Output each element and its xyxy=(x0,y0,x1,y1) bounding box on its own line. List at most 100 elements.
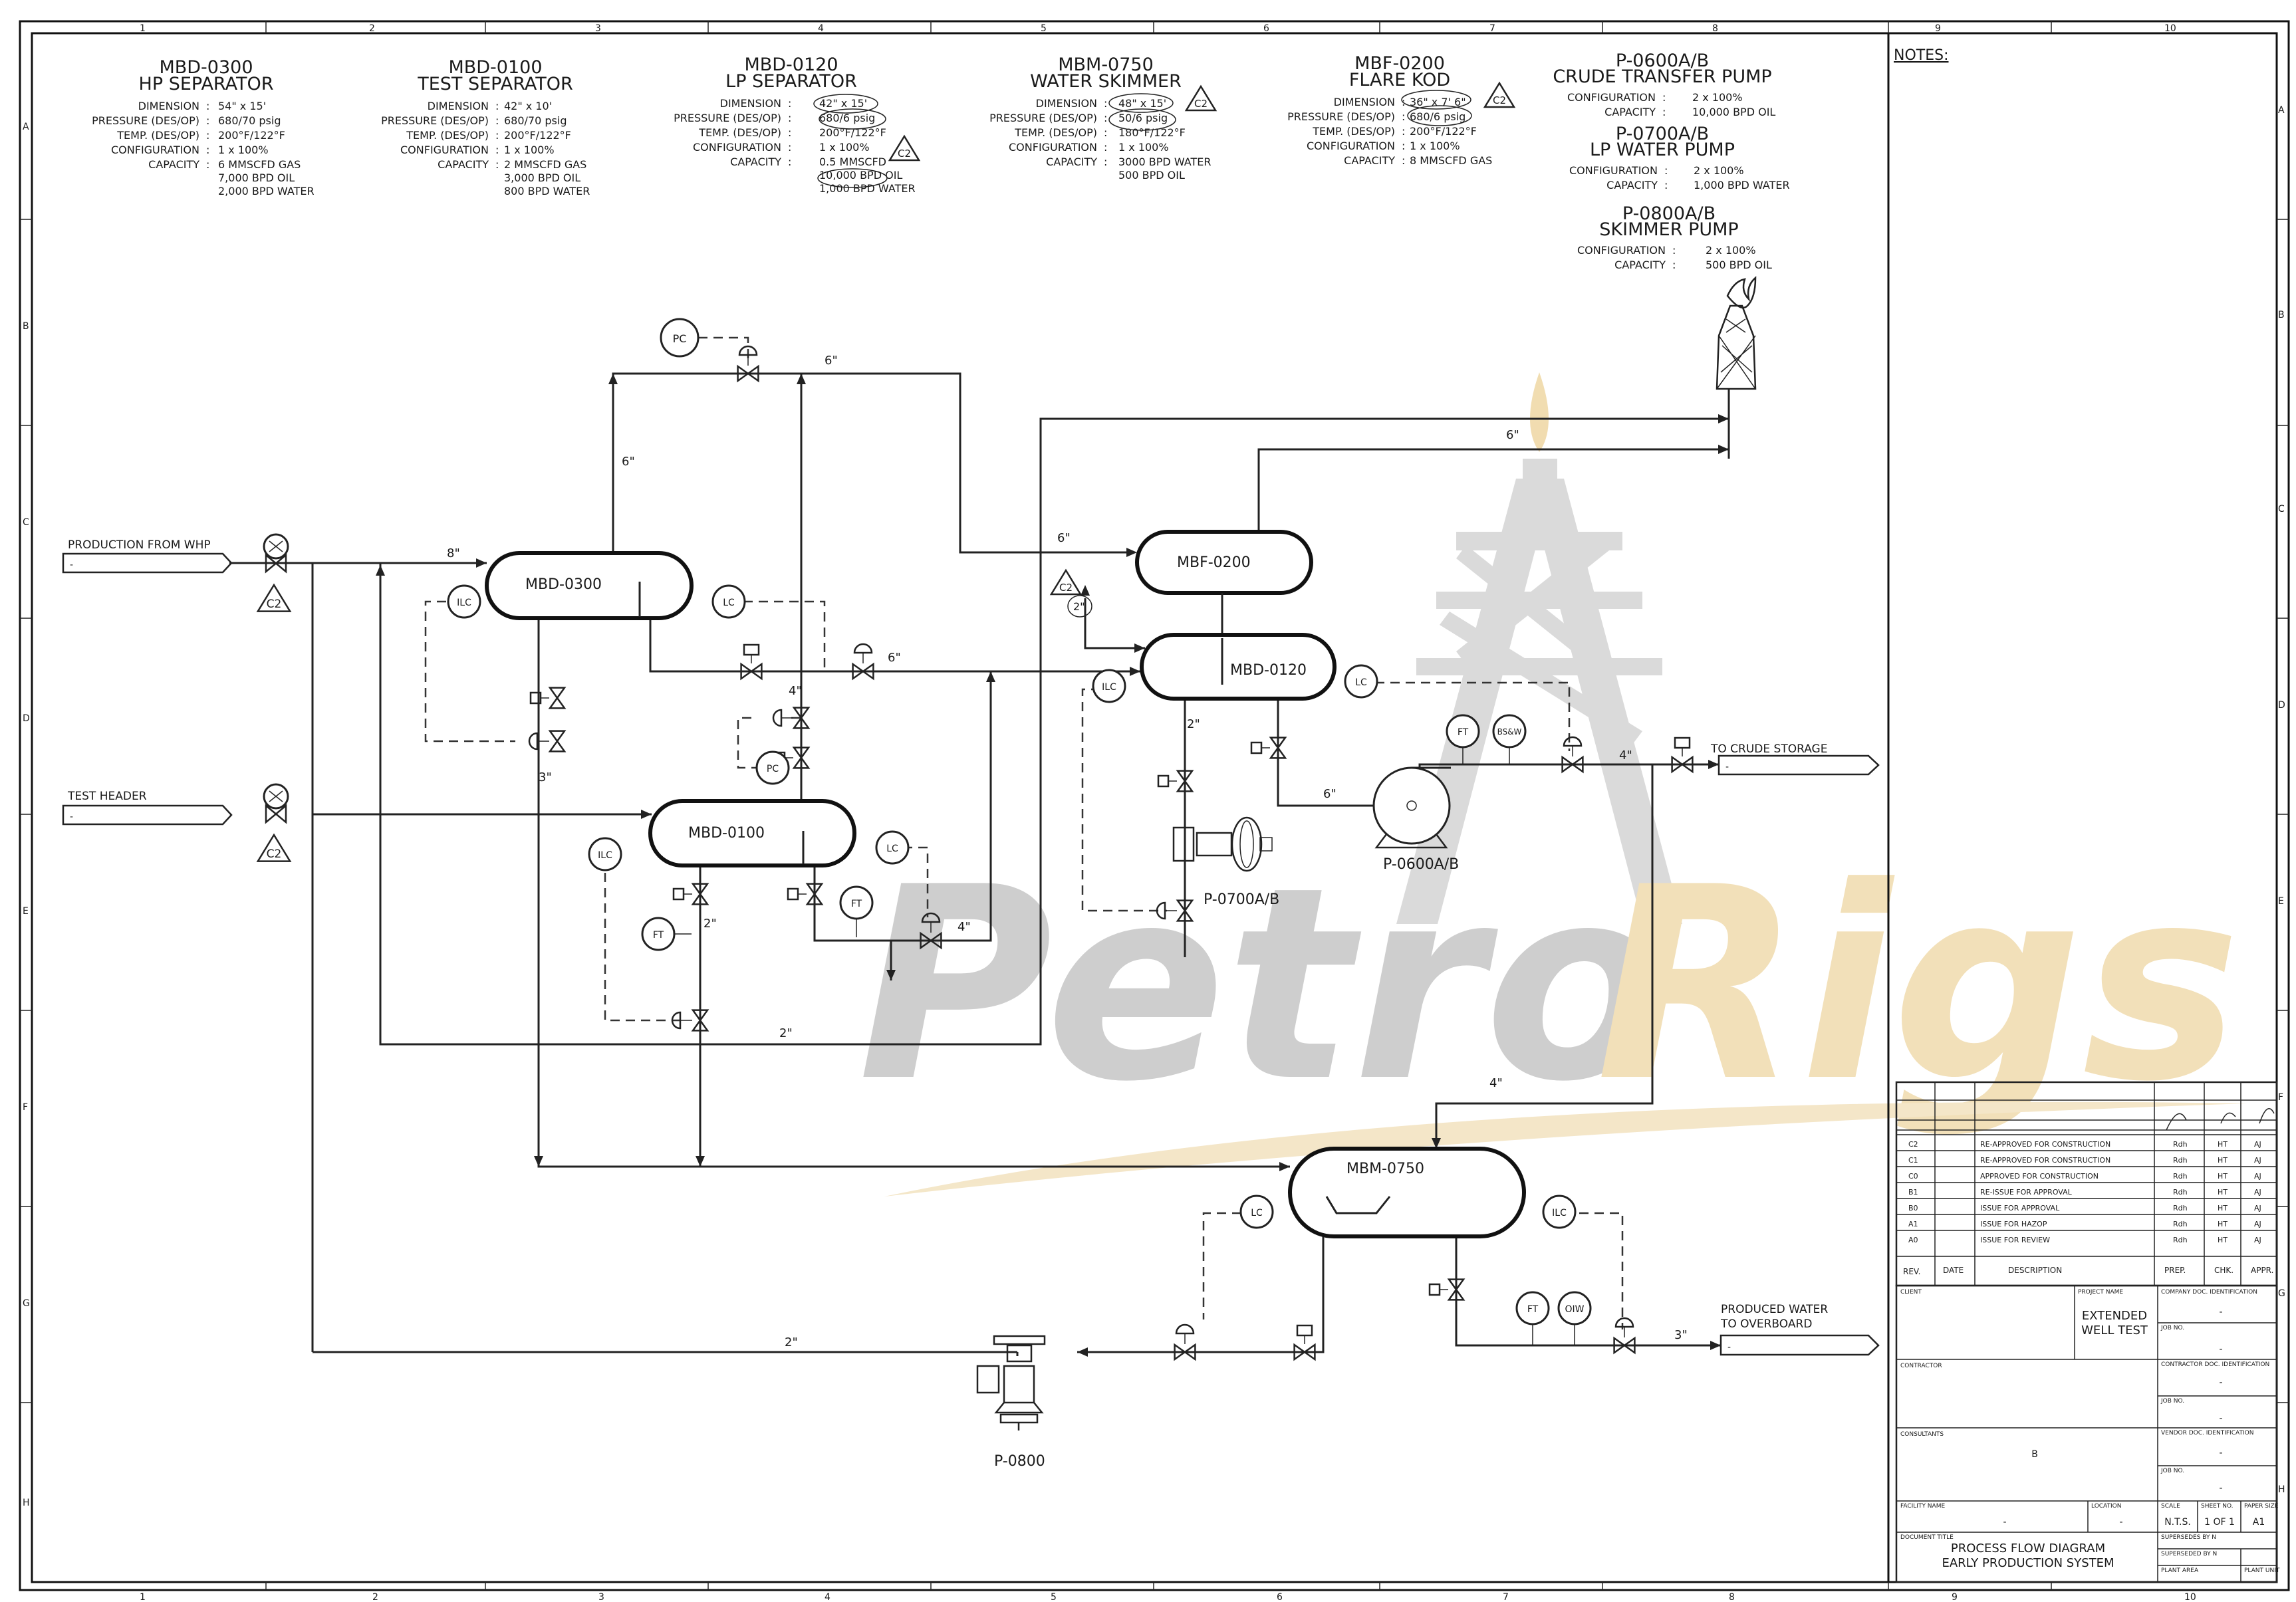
spec-colon: : xyxy=(1104,156,1107,168)
instrument-ft-test-oil[interactable]: FT xyxy=(839,885,874,937)
vessel-mbd-0120[interactable]: MBD-0120 xyxy=(1140,633,1337,701)
pump-spec-tag: P-0800A/B xyxy=(1622,203,1716,224)
spec-name: LP SEPARATOR xyxy=(725,71,857,92)
spec-value: 7,000 BPD OIL xyxy=(218,172,295,184)
instrument-lc-hp[interactable]: LC xyxy=(711,584,746,619)
row-label-right-e: E xyxy=(2278,896,2284,907)
vessel-mbd-0100[interactable]: MBD-0100 xyxy=(648,799,856,867)
tb-consultants: CONSULTANTS xyxy=(1900,1431,1944,1438)
spec-value: 54" x 15' xyxy=(218,100,266,112)
pump-p-0700[interactable]: P-0700A/B xyxy=(1172,816,1279,908)
actuated-valve-icon[interactable] xyxy=(1671,737,1694,774)
control-valve-icon[interactable] xyxy=(528,730,567,752)
actuated-valve-icon[interactable] xyxy=(1428,1278,1466,1301)
tb-company-doc: COMPANY DOC. IDENTIFICATION xyxy=(2161,1289,2257,1296)
stream-whp[interactable]: - PRODUCTION FROM WHP xyxy=(62,538,233,574)
stream-produced-water[interactable]: - PRODUCED WATER TO OVERBOARD xyxy=(1720,1303,1880,1356)
instrument-ilc-hp[interactable]: ILC xyxy=(447,584,481,619)
col-label-bottom-8: 8 xyxy=(1729,1592,1735,1602)
revision-delta-icon: C2 xyxy=(256,833,292,862)
control-valve-icon[interactable] xyxy=(1613,1317,1636,1355)
instrument-pc-test[interactable]: PC xyxy=(755,750,790,785)
vessel-mbd-0300[interactable]: MBD-0300 xyxy=(485,551,694,620)
instrument-ilc-test[interactable]: ILC xyxy=(588,837,622,871)
control-valve-icon[interactable] xyxy=(1561,736,1584,774)
instrument-lc-lp-label: LC xyxy=(1355,677,1367,688)
instrument-lc-skimmer-label: LC xyxy=(1251,1208,1263,1218)
actuated-valve-icon[interactable] xyxy=(787,883,824,905)
actuated-valve-icon[interactable] xyxy=(1250,737,1287,759)
control-valve-icon[interactable] xyxy=(920,912,942,950)
instrument-ilc-skimmer[interactable]: ILC xyxy=(1542,1195,1577,1229)
spec-tag: MBD-0300 xyxy=(159,57,253,78)
actuated-valve-icon[interactable] xyxy=(1157,770,1194,792)
vessel-mbm-0750[interactable]: MBM-0750 xyxy=(1288,1147,1526,1238)
control-valve-icon[interactable] xyxy=(772,707,811,729)
spec-colon: : xyxy=(1402,140,1405,152)
spec-colon: : xyxy=(1402,125,1405,138)
row-label-left-c: C xyxy=(23,517,29,528)
stream-crude-storage[interactable]: - TO CRUDE STORAGE xyxy=(1710,743,1880,776)
pump-p-0600[interactable]: P-0600A/B xyxy=(1372,766,1459,873)
pump-spec-name: SKIMMER PUMP xyxy=(1599,219,1738,240)
size-6-to-flare-kod: 6" xyxy=(1057,531,1071,545)
instrument-bsw-crude[interactable]: BS&W xyxy=(1492,714,1527,764)
spec-value: 42" x 15' xyxy=(819,97,867,110)
tb-dash-location: - xyxy=(2119,1517,2122,1528)
instrument-lc-skimmer[interactable]: LC xyxy=(1239,1195,1274,1229)
instrument-oiw-water[interactable]: OIW xyxy=(1557,1291,1592,1345)
inlet-control-valve-test[interactable] xyxy=(263,783,289,824)
control-valve-icon[interactable] xyxy=(852,643,874,681)
instrument-lc-lp[interactable]: LC xyxy=(1344,664,1378,699)
instrument-ft-water[interactable]: FT xyxy=(1515,1291,1550,1345)
control-valve-icon[interactable] xyxy=(671,1009,709,1032)
pump-spec-key: CONFIGURATION xyxy=(1577,244,1666,257)
notes-title: NOTES: xyxy=(1894,47,1949,64)
tb-dash-4: - xyxy=(2219,1413,2222,1424)
tb-plant-unit: PLANT UNIT xyxy=(2244,1567,2280,1574)
spec-key: TEMP. (DES/OP) xyxy=(116,129,199,142)
control-valve-icon[interactable] xyxy=(1156,899,1194,922)
instrument-lc-test[interactable]: LC xyxy=(875,830,910,865)
pump-spec-key: CONFIGURATION xyxy=(1567,91,1656,104)
actuated-valve-icon[interactable] xyxy=(672,883,709,905)
instrument-ft-crude[interactable]: FT xyxy=(1446,714,1480,764)
spec-colon: : xyxy=(495,100,499,112)
vessel-mbf-0200[interactable]: MBF-0200 xyxy=(1135,530,1313,595)
spec-value: 680/70 psig xyxy=(504,114,567,127)
tb-facility: FACILITY NAME xyxy=(1900,1503,1945,1510)
revision-row-rev: C2 xyxy=(1908,1140,1918,1149)
spec-value: 200°F/122°F xyxy=(819,126,886,139)
actuated-valve-icon[interactable] xyxy=(740,643,763,681)
instrument-ft-test[interactable]: FT xyxy=(641,917,692,951)
stream-test-header[interactable]: - TEST HEADER xyxy=(62,790,233,826)
revision-row-prep: Rdh xyxy=(2173,1156,2188,1165)
stream-test-ref: - xyxy=(70,812,73,822)
control-valve-icon[interactable] xyxy=(737,345,759,383)
instrument-pc-top[interactable]: PC xyxy=(660,318,700,358)
row-label-left-b: B xyxy=(23,321,29,332)
spec-key: PRESSURE (DES/OP) xyxy=(1287,110,1395,123)
instrument-ilc-lp[interactable]: ILC xyxy=(1092,669,1126,703)
spec-value: 2 MMSCFD GAS xyxy=(504,158,586,171)
pump-p-0800[interactable]: P-0800 xyxy=(976,1335,1046,1470)
control-valve-icon[interactable] xyxy=(1174,1323,1196,1361)
col-label-top-4: 4 xyxy=(818,23,824,34)
spec-colon: : xyxy=(206,100,209,112)
size-3-water: 3" xyxy=(1674,1328,1688,1342)
actuated-valve-icon[interactable] xyxy=(529,687,567,709)
spec-key: CONFIGURATION xyxy=(1307,140,1395,152)
inlet-control-valve-whp[interactable] xyxy=(263,533,289,574)
spec-value: 680/70 psig xyxy=(218,114,281,127)
actuated-valve-icon[interactable] xyxy=(1293,1324,1316,1361)
size-4-crude: 4" xyxy=(1619,748,1632,762)
vessel-mbf-0200-tag: MBF-0200 xyxy=(1177,554,1251,571)
